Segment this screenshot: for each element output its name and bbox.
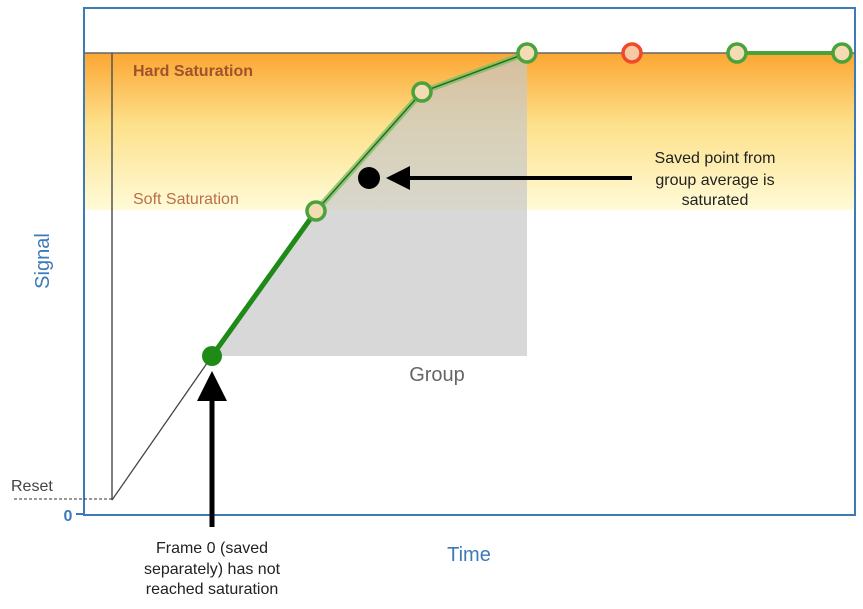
read-point <box>516 42 538 64</box>
read-point <box>726 42 748 64</box>
group-label: Group <box>409 364 465 386</box>
ramp-line <box>111 355 213 501</box>
y-axis-label: Signal <box>32 233 54 289</box>
hard-saturation-label: Hard Saturation <box>133 63 253 80</box>
frame0-annotation-line: separately) has not <box>144 561 281 578</box>
read-point <box>305 200 327 222</box>
soft-saturation-label: Soft Saturation <box>133 191 239 208</box>
saved-point-annotation-line: saturated <box>682 192 749 209</box>
frame0-point <box>202 346 222 366</box>
zero-tick-label: 0 <box>64 508 73 525</box>
read-point <box>831 42 853 64</box>
frame0-annotation-line: Frame 0 (saved <box>156 540 268 557</box>
frame0-annotation-line: reached saturation <box>146 581 279 598</box>
plot-frame <box>83 7 856 516</box>
reset-label: Reset <box>11 478 53 495</box>
read-point <box>411 81 433 103</box>
saved-point-annotation-line: Saved point from <box>655 150 776 167</box>
x-axis-label: Time <box>447 544 491 566</box>
group-region <box>212 53 527 356</box>
saturated-point <box>621 42 643 64</box>
group-average-point <box>358 167 380 189</box>
saved-point-annotation-line: group average is <box>655 172 774 189</box>
frame0-segment <box>209 209 319 358</box>
